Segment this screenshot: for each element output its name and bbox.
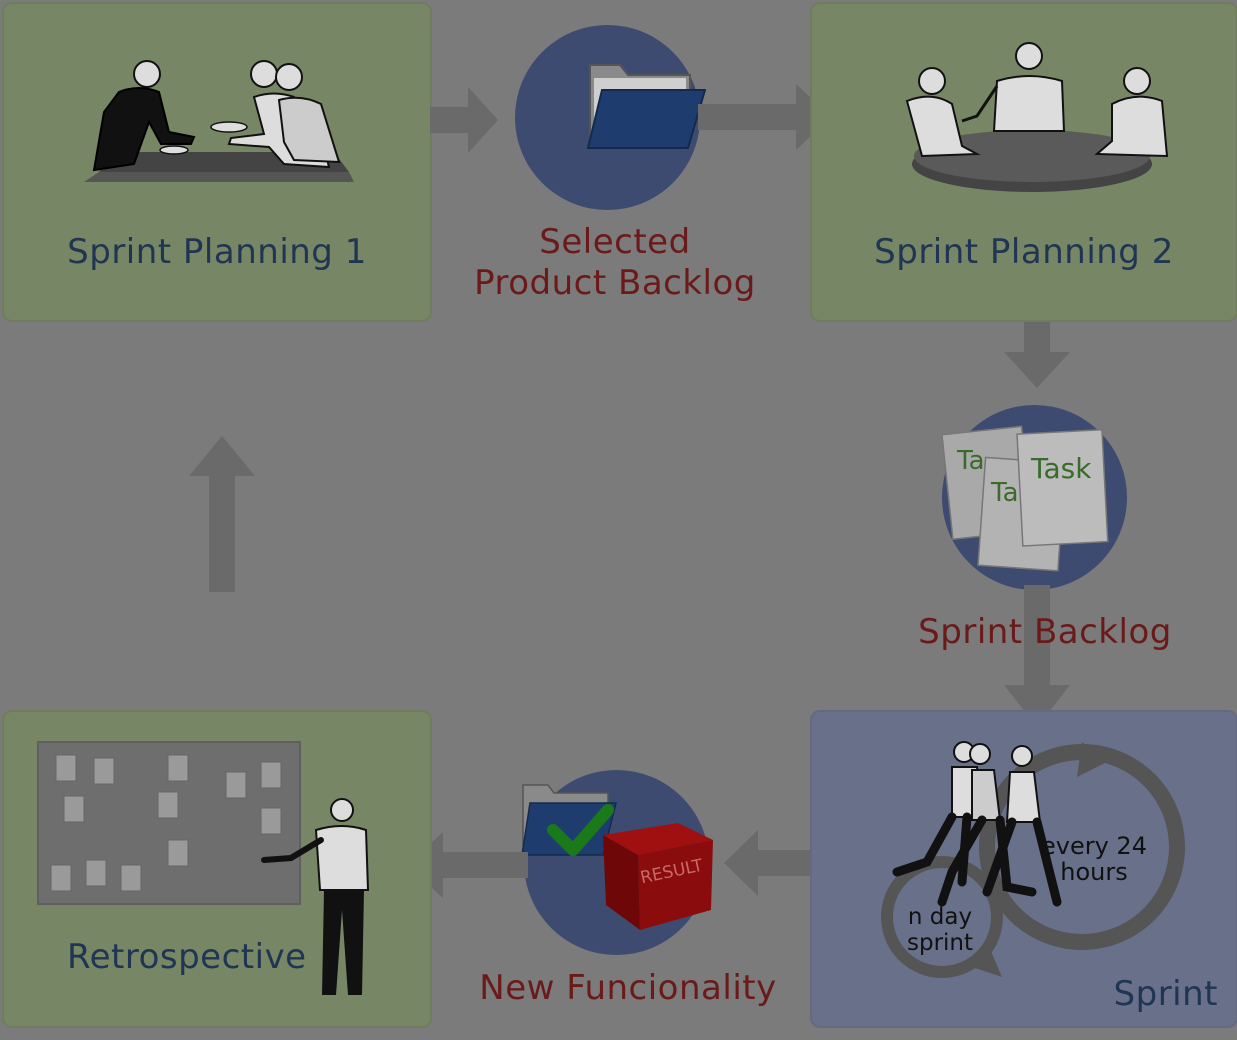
arrow-left-1 <box>724 830 810 896</box>
arrow-right-2 <box>698 84 831 150</box>
retrospective-label: Retrospective <box>67 937 307 977</box>
task-card-label-3: Task <box>1031 452 1092 485</box>
retrospective-panel: Retrospective <box>2 710 432 1028</box>
task-cards-icon <box>941 425 1109 572</box>
meeting-two-people-icon <box>84 60 354 182</box>
arrow-right-1 <box>430 87 498 153</box>
sprint-panel: every 24 hours n day sprint Sprint <box>810 710 1237 1028</box>
sprint-cycle-label-line2: sprint <box>906 930 974 956</box>
result-box-icon <box>521 784 713 930</box>
sprint-planning-2-panel: Sprint Planning 2 <box>810 2 1237 322</box>
arrow-left-2 <box>407 832 528 898</box>
sprint-planning-1-label: Sprint Planning 1 <box>67 232 367 272</box>
daily-cycle-label-line1: every 24 <box>1041 832 1147 860</box>
check-icon <box>547 804 614 856</box>
task-card-label-1: Ta <box>957 446 985 476</box>
sprint-backlog-label: Sprint Backlog <box>918 612 1172 652</box>
arrow-down-1 <box>1004 322 1070 388</box>
folder-icon <box>586 64 707 149</box>
sprint-cycle-label-line1: n day <box>907 904 973 930</box>
arrow-up-1 <box>189 436 255 592</box>
sprint-planning-2-label: Sprint Planning 2 <box>874 232 1174 272</box>
round-table-meeting-icon <box>905 42 1169 192</box>
sprint-planning-1-panel: Sprint Planning 1 <box>2 2 432 322</box>
selected-product-backlog-label-line1: Selected <box>539 222 691 262</box>
selected-product-backlog-label-line2: Product Backlog <box>474 263 756 303</box>
running-team-icon <box>881 741 1185 978</box>
new-functionality-label: New Funcionality <box>479 968 777 1008</box>
presenter-board-icon <box>37 741 370 995</box>
daily-cycle-label-line2: hours <box>1060 858 1128 886</box>
task-card-label-2: Ta <box>991 478 1019 508</box>
arrow-down-2 <box>1004 585 1070 727</box>
sprint-label: Sprint <box>1113 974 1218 1014</box>
